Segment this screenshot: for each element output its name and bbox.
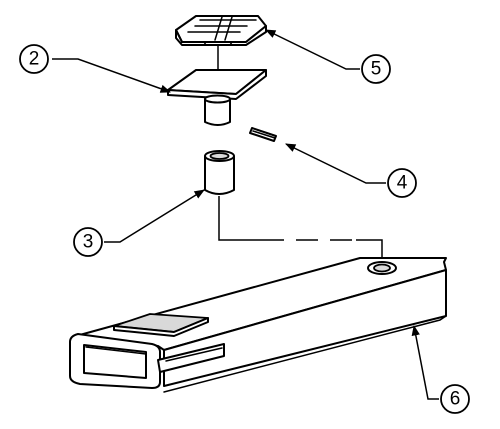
callout-4-label: 4 (397, 173, 408, 194)
callout-6-label: 6 (450, 389, 461, 410)
alignment-line (218, 196, 383, 262)
part-2-plate-with-stem (167, 44, 267, 126)
part-4-pin (249, 127, 277, 142)
callout-5-circle (361, 54, 391, 84)
callout-6-circle (440, 384, 470, 414)
part-3-sleeve (204, 150, 235, 195)
callout-4-circle (387, 168, 417, 198)
callout-2-circle (19, 44, 49, 74)
callout-2: 2 (19, 44, 171, 93)
callout-3-circle (73, 227, 103, 257)
callout-3-label: 3 (83, 232, 94, 253)
part-5-top-cap (175, 15, 267, 46)
callout-3: 3 (73, 189, 205, 257)
part-6-rectangular-tube (69, 257, 447, 393)
callout-4: 4 (285, 143, 417, 198)
callout-2-label: 2 (29, 49, 40, 70)
callout-5-label: 5 (371, 59, 382, 80)
callout-5: 5 (265, 29, 391, 84)
callout-6: 6 (411, 324, 470, 414)
